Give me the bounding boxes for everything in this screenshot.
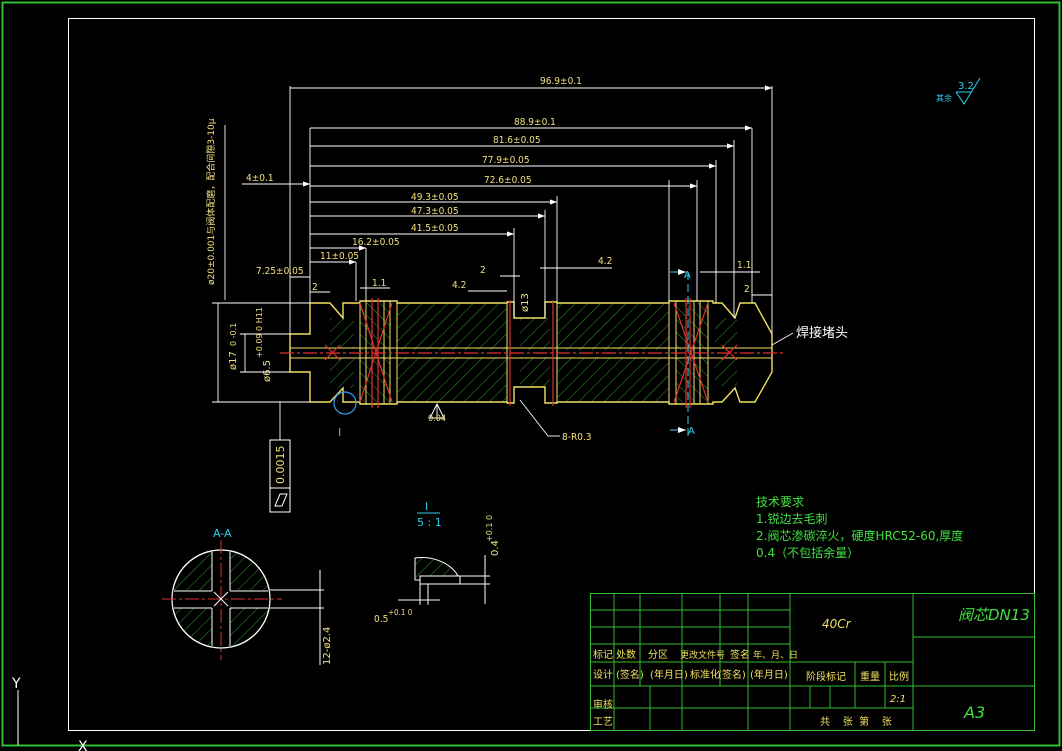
dim-88-9: 88.9±0.1 — [514, 117, 556, 128]
tb-change-doc: 更改文件号 — [680, 649, 725, 661]
detail-circle[interactable] — [333, 391, 357, 415]
weld-plug-label: 焊接堵头 — [796, 325, 848, 341]
tech-requirements: 技术要求 1.锐边去毛刺 2.阀芯渗碳淬火，硬度HRC52-60,厚度 0.4（… — [756, 495, 963, 560]
dimension-lines — [212, 85, 794, 440]
dim-7-25: 7.25±0.05 — [256, 266, 304, 277]
tb-count: 处数 — [616, 648, 636, 661]
tb-sign2: (签名) — [718, 668, 746, 681]
dim-dia6-5: ø6.5 — [262, 360, 273, 382]
detail-scale: 5 : 1 — [417, 516, 442, 529]
ucs-x: X — [78, 739, 88, 751]
dim-dia17-tol: 0 -0.1 — [229, 323, 238, 346]
dim-4-2a: 4.2 — [452, 280, 466, 291]
dim-2c: 2 — [744, 284, 750, 295]
roughness-symbol: 3.2 其余 — [936, 77, 981, 105]
roughness-label: 其余 — [936, 93, 952, 103]
section-title: A-A — [213, 527, 232, 540]
roughness-value: 3.2 — [958, 81, 974, 92]
tb-sheet-size: A3 — [963, 703, 985, 722]
tb-zone: 分区 — [648, 649, 668, 661]
dim-77-9: 77.9±0.05 — [482, 155, 530, 166]
tech-line-3: 0.4（不包括余量） — [756, 545, 859, 560]
tb-stage: 阶段标记 — [806, 670, 846, 683]
dim-1-1b: 1.1 — [737, 260, 751, 271]
dim-41-5: 41.5±0.05 — [411, 223, 459, 234]
dim-72-6: 72.6±0.05 — [484, 175, 532, 186]
dim-dia6-5-tol: +0.09 0 H11 — [255, 307, 264, 358]
detail-height-tol: +0.1 0 — [485, 515, 494, 542]
dim-96-9: 96.9±0.1 — [540, 76, 582, 87]
detail-width: 0.5 — [374, 614, 388, 625]
tb-material: 40Cr — [822, 617, 852, 631]
ucs-y: Y — [11, 676, 21, 692]
tb-review: 审核 — [593, 698, 613, 711]
flatness-ref: 0.04 — [428, 414, 446, 424]
flatness-icon — [274, 493, 288, 507]
tb-scale: 2:1 — [890, 694, 906, 705]
tech-line-1: 1.锐边去毛刺 — [756, 512, 827, 526]
tech-line-2: 2.阀芯渗碳淬火，硬度HRC52-60,厚度 — [756, 528, 963, 543]
dim-49-3: 49.3±0.05 — [411, 192, 459, 203]
detail-mark: I — [338, 426, 341, 439]
tb-ratio: 比例 — [889, 670, 909, 683]
dim-81-6: 81.6±0.05 — [493, 135, 541, 146]
dim-11: 11±0.05 — [320, 251, 359, 262]
tech-title: 技术要求 — [756, 495, 804, 509]
tb-sign1: (签名) — [616, 668, 644, 681]
detail-width-tol: +0.1 0 — [388, 608, 413, 617]
tb-part-name: 阀芯DN13 — [958, 606, 1030, 624]
tb-date: 年、月、日 — [753, 649, 798, 661]
dim-2b: 2 — [480, 265, 486, 276]
ucs-icon: Y X — [11, 676, 88, 751]
flatness-value: 0.0015 — [274, 446, 287, 485]
section-mark-bottom: A — [688, 426, 695, 437]
tb-mark: 标记 — [593, 649, 613, 661]
section-dim: 12-ø2.4 — [322, 627, 333, 665]
title-block[interactable]: 标记 处数 分区 更改文件号 签名 年、月、日 设计 (签名) (年月日) 标准… — [590, 593, 1035, 731]
dim-1-1a: 1.1 — [372, 278, 386, 289]
tb-process: 工艺 — [593, 716, 613, 728]
dim-47-3: 47.3±0.05 — [411, 206, 459, 217]
radius-note: 8-R0.3 — [562, 432, 592, 443]
tb-standard: 标准化 — [690, 668, 720, 681]
dim-2a: 2 — [312, 282, 318, 293]
dimension-texts: 96.9±0.1 88.9±0.1 81.6±0.05 77.9±0.05 72… — [205, 76, 848, 484]
section-aa[interactable]: A-A 12-ø2.4 — [162, 527, 333, 665]
dim-4: 4±0.1 — [246, 173, 274, 184]
tb-date1: (年月日) — [650, 668, 688, 681]
dim-dia17: ø17 — [228, 351, 239, 370]
vertical-fit-note: ø20±0.001与阀体配磨，配合间隙3-10μ — [205, 118, 217, 285]
flatness-frame — [269, 439, 291, 513]
inner-frame — [68, 18, 1035, 731]
detail-height: 0.4 — [490, 540, 501, 556]
dim-dia13: ø13 — [520, 293, 531, 312]
detail-view[interactable]: I 5 : 1 0.4 +0.1 0 0.5 +0.1 0 — [374, 500, 501, 625]
dim-4-2b: 4.2 — [598, 256, 612, 267]
shaft-main-view[interactable] — [280, 272, 785, 440]
section-mark-top: A — [684, 270, 691, 281]
detail-label: I — [425, 500, 428, 513]
tb-design: 设计 — [593, 668, 613, 681]
tb-date2: (年月日) — [750, 668, 788, 681]
dim-16-2: 16.2±0.05 — [352, 237, 400, 248]
tb-weight: 重量 — [860, 670, 880, 683]
tb-signature: 签名 — [730, 648, 750, 661]
tb-sheets: 共 张 第 张 — [820, 715, 892, 728]
